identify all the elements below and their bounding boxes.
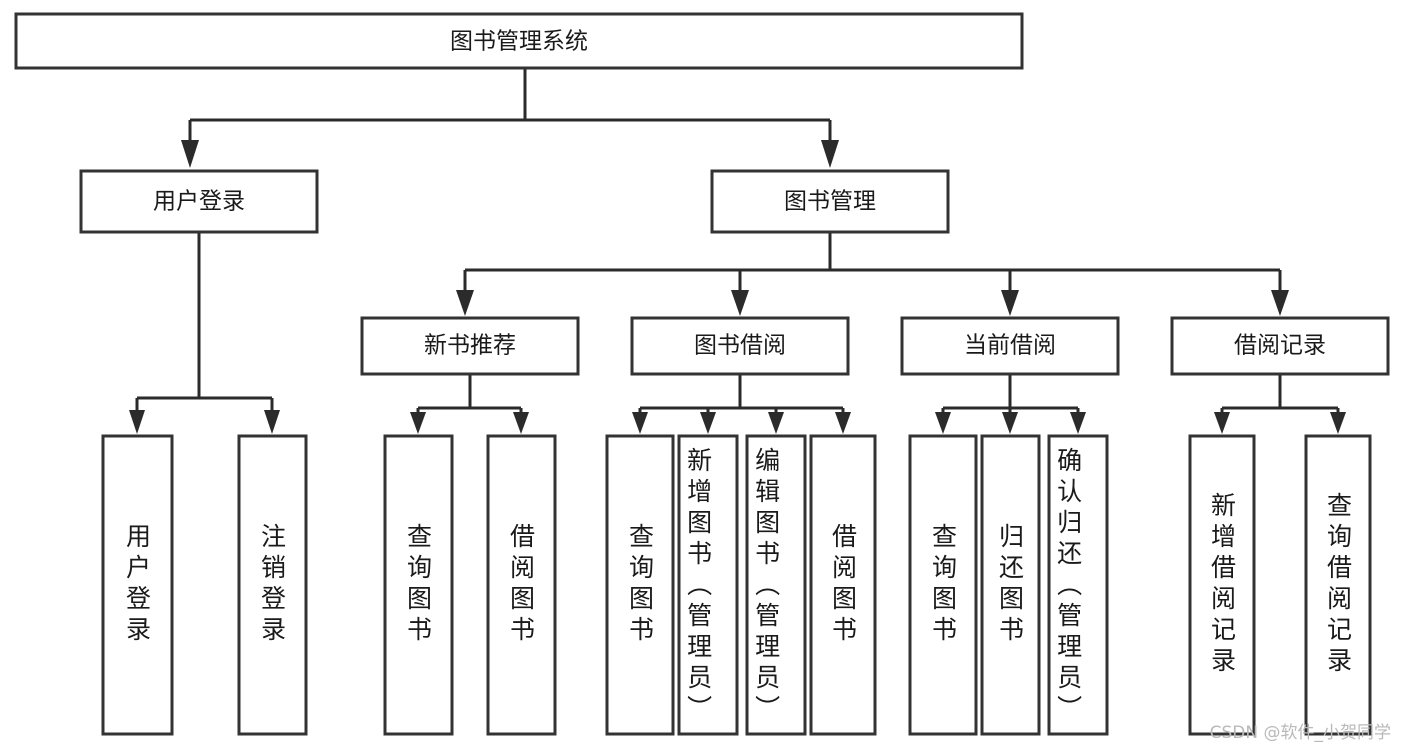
leaf-return-book-label: 归还图书 bbox=[996, 523, 1025, 647]
leaf-query-record-label: 查询借阅记录 bbox=[1324, 492, 1353, 678]
arrow-head-leaf-user-logout bbox=[264, 410, 280, 434]
leaf-query-book-2-label: 查询图书 bbox=[626, 523, 655, 647]
arrow-head-leaf-add-book bbox=[700, 412, 716, 434]
node-current-borrow[interactable]: 当前借阅 bbox=[900, 316, 1120, 376]
leaf-user-logout[interactable]: 注销登录 bbox=[237, 434, 308, 736]
leaf-query-record[interactable]: 查询借阅记录 bbox=[1304, 434, 1372, 736]
leaf-add-book-label: 新增图书（管理员） bbox=[684, 447, 713, 726]
arrow-head-leaf-add-record bbox=[1214, 412, 1230, 434]
leaf-return-book-box[interactable] bbox=[980, 434, 1041, 736]
edges-user-login-to-leaves bbox=[129, 232, 280, 434]
arrow-head-book-borrow bbox=[731, 290, 749, 316]
leaf-query-book-3-label: 查询图书 bbox=[929, 523, 958, 647]
leaf-query-book-1[interactable]: 查询图书 bbox=[383, 434, 454, 736]
node-new-book-recommend-label: 新书推荐 bbox=[424, 333, 516, 359]
leaf-user-logout-label: 注销登录 bbox=[258, 523, 287, 647]
node-borrow-record[interactable]: 借阅记录 bbox=[1170, 316, 1390, 376]
leaf-add-book[interactable]: 新增图书（管理员） bbox=[677, 434, 739, 736]
node-book-manage-box[interactable] bbox=[710, 169, 950, 234]
leaf-edit-book[interactable]: 编辑图书（管理员） bbox=[745, 434, 807, 736]
leaf-borrow-book-2-label: 借阅图书 bbox=[829, 523, 858, 647]
leaf-edit-book-label: 编辑图书（管理员） bbox=[752, 447, 781, 726]
arrow-head-leaf-return-book bbox=[1002, 412, 1018, 434]
arrow-head-leaf-confirm-return bbox=[1070, 412, 1086, 434]
arrow-head-user-login bbox=[181, 140, 199, 168]
node-current-borrow-label: 当前借阅 bbox=[964, 333, 1056, 359]
leaf-query-book-3[interactable]: 查询图书 bbox=[908, 434, 978, 736]
arrow-head-leaf-query-book-2 bbox=[632, 412, 648, 434]
node-book-manage-label: 图书管理 bbox=[784, 189, 876, 215]
node-book-borrow-box[interactable] bbox=[630, 316, 850, 376]
leaf-return-book[interactable]: 归还图书 bbox=[980, 434, 1041, 736]
node-user-login-box[interactable] bbox=[79, 169, 319, 234]
arrow-head-leaf-user-login bbox=[129, 410, 145, 434]
csdn-watermark: CSDN @软件_小贺同学 bbox=[1209, 723, 1391, 743]
node-book-borrow[interactable]: 图书借阅 bbox=[630, 316, 850, 376]
leaf-add-book-box[interactable] bbox=[677, 434, 739, 736]
arrow-head-leaf-query-record bbox=[1330, 412, 1346, 434]
edges-book-manage-to-level2 bbox=[456, 232, 1289, 316]
arrow-head-leaf-query-book-1 bbox=[410, 412, 426, 434]
arrow-head-borrow-record bbox=[1271, 290, 1289, 316]
edges-book-borrow-to-leaves bbox=[632, 374, 851, 434]
arrow-head-book-manage bbox=[821, 140, 839, 168]
node-book-borrow-label: 图书借阅 bbox=[694, 333, 786, 359]
leaf-query-book-2[interactable]: 查询图书 bbox=[605, 434, 675, 736]
leaf-borrow-book-2[interactable]: 借阅图书 bbox=[809, 434, 877, 736]
leaf-user-login-label: 用户登录 bbox=[123, 523, 152, 647]
node-root[interactable]: 图书管理系统 bbox=[14, 12, 1024, 70]
leaf-query-book-1-box[interactable] bbox=[383, 434, 454, 736]
node-new-book-recommend[interactable]: 新书推荐 bbox=[360, 316, 580, 376]
arrow-head-leaf-borrow-book-1 bbox=[513, 412, 529, 434]
arrow-head-leaf-borrow-book-2 bbox=[835, 412, 851, 434]
node-user-login[interactable]: 用户登录 bbox=[79, 169, 319, 234]
leaf-user-logout-box[interactable] bbox=[237, 434, 308, 736]
leaf-borrow-book-2-box[interactable] bbox=[809, 434, 877, 736]
leaf-user-login[interactable]: 用户登录 bbox=[101, 434, 174, 736]
leaf-add-record-box[interactable] bbox=[1188, 434, 1256, 736]
node-root-box[interactable] bbox=[14, 12, 1024, 70]
arrow-head-current-borrow bbox=[1001, 290, 1019, 316]
leaf-confirm-return-label: 确认归还（管理员） bbox=[1054, 447, 1083, 726]
leaf-query-record-box[interactable] bbox=[1304, 434, 1372, 736]
leaf-add-record[interactable]: 新增借阅记录 bbox=[1188, 434, 1256, 736]
leaf-query-book-2-box[interactable] bbox=[605, 434, 675, 736]
leaf-borrow-book-1-label: 借阅图书 bbox=[507, 523, 536, 647]
arrow-head-new-book-recommend bbox=[456, 290, 474, 316]
node-borrow-record-label: 借阅记录 bbox=[1234, 333, 1326, 359]
edges-root-to-level1 bbox=[181, 68, 839, 168]
leaf-query-book-3-box[interactable] bbox=[908, 434, 978, 736]
leaf-query-book-1-label: 查询图书 bbox=[404, 523, 433, 647]
leaf-user-login-box[interactable] bbox=[101, 434, 174, 736]
leaf-edit-book-box[interactable] bbox=[745, 434, 807, 736]
edges-borrow-record-to-leaves bbox=[1214, 374, 1346, 434]
node-user-login-label: 用户登录 bbox=[153, 189, 245, 215]
arrow-head-leaf-query-book-3 bbox=[935, 412, 951, 434]
node-current-borrow-box[interactable] bbox=[900, 316, 1120, 376]
leaf-add-record-label: 新增借阅记录 bbox=[1208, 492, 1237, 678]
node-book-manage[interactable]: 图书管理 bbox=[710, 169, 950, 234]
node-root-label: 图书管理系统 bbox=[450, 29, 588, 55]
leaf-confirm-return-box[interactable] bbox=[1047, 434, 1109, 736]
edges-new-book-recommend-to-leaves bbox=[410, 374, 529, 434]
leaf-borrow-book-1[interactable]: 借阅图书 bbox=[486, 434, 557, 736]
node-new-book-recommend-box[interactable] bbox=[360, 316, 580, 376]
leaf-confirm-return[interactable]: 确认归还（管理员） bbox=[1047, 434, 1109, 736]
edges-current-borrow-to-leaves bbox=[935, 374, 1086, 434]
node-borrow-record-box[interactable] bbox=[1170, 316, 1390, 376]
leaf-borrow-book-1-box[interactable] bbox=[486, 434, 557, 736]
arrow-head-leaf-edit-book bbox=[768, 412, 784, 434]
